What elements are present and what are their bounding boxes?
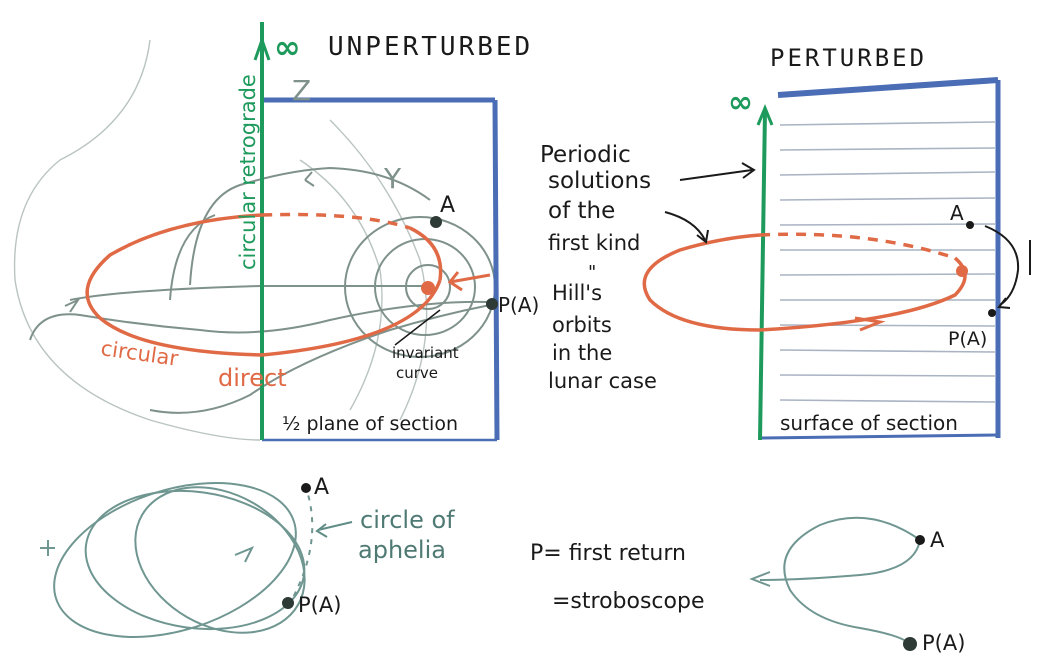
title-perturbed: PERTURBED xyxy=(770,44,927,72)
circle-of-aphelia-arrowhead xyxy=(315,523,328,538)
half-plane-frame xyxy=(262,97,500,442)
circular-direct-orbit xyxy=(85,212,491,357)
periodic-text-4: first kind xyxy=(548,231,640,255)
point-a-dot-bottom-left xyxy=(301,483,311,493)
first-return-text: P= first return xyxy=(530,541,686,566)
surface-of-section-frame xyxy=(759,77,1001,440)
point-a-label-right: A xyxy=(950,201,964,225)
hill-text-4: lunar case xyxy=(548,369,657,393)
circular-label: circular xyxy=(99,336,180,371)
annotation-arrows xyxy=(664,162,756,244)
aphelia-orbits xyxy=(40,482,314,638)
return-map-arrow xyxy=(984,225,1020,306)
circular-retrograde-label: circular retrograde xyxy=(236,74,260,270)
point-a-label-bottom-right: A xyxy=(930,528,945,552)
retrograde-axis xyxy=(253,22,271,440)
direct-label: direct xyxy=(218,364,287,392)
periodic-orbit-first-kind xyxy=(642,232,967,332)
equals-mark: " xyxy=(588,262,596,283)
point-pa-label-right: P(A) xyxy=(948,328,987,350)
infinity-label-right: ∞ xyxy=(728,85,753,120)
surface-of-section-label: surface of section xyxy=(780,411,958,435)
periodic-text-3: of the xyxy=(548,198,615,224)
point-a-dot-bottom-right xyxy=(915,535,925,545)
invariant-label: invariant xyxy=(392,344,459,362)
section-hatching xyxy=(779,121,996,403)
point-pa-label-left: P(A) xyxy=(498,293,539,317)
point-pa-dot-bottom-right xyxy=(903,637,917,651)
point-a-dot-left xyxy=(430,216,442,228)
return-map-arrowhead xyxy=(997,297,1011,309)
periodic-solution-axis xyxy=(756,104,774,441)
point-a-label-left: A xyxy=(440,193,455,218)
periodic-text-2: solutions xyxy=(548,168,651,194)
orange-fixed-point-right xyxy=(956,265,968,277)
y-axis-label: Y xyxy=(383,162,402,195)
orange-fixed-point-left xyxy=(421,281,435,295)
point-pa-dot-bottom-left xyxy=(282,597,294,609)
point-pa-dot-left xyxy=(486,298,498,310)
point-pa-dot-right xyxy=(988,309,996,317)
circle-of-text: circle of xyxy=(360,506,455,534)
point-a-label-bottom-left: A xyxy=(314,475,329,500)
perturbed-orbit-sketch xyxy=(749,516,921,646)
title-unperturbed: UNPERTURBED xyxy=(328,32,533,62)
hill-text-2: orbits xyxy=(552,313,612,337)
z-axis-label: Z xyxy=(292,74,311,107)
invariant-curve-pointer xyxy=(394,309,441,346)
infinity-label-left: ∞ xyxy=(274,28,301,66)
periodic-text-1: Periodic xyxy=(540,142,631,168)
point-pa-label-bottom-left: P(A) xyxy=(298,593,341,617)
hill-text-1: Hill's xyxy=(552,281,602,305)
stroboscope-text: =stroboscope xyxy=(552,589,705,614)
aphelia-text: aphelia xyxy=(358,536,446,564)
half-plane-label: ½ plane of section xyxy=(282,413,458,435)
hill-text-3: in the xyxy=(552,341,612,365)
background-sketch xyxy=(13,39,428,441)
circle-of-aphelia-pointer xyxy=(317,521,353,531)
point-pa-label-bottom-right: P(A) xyxy=(922,631,965,654)
point-a-dot-right xyxy=(966,221,974,229)
curve-label: curve xyxy=(396,364,438,382)
